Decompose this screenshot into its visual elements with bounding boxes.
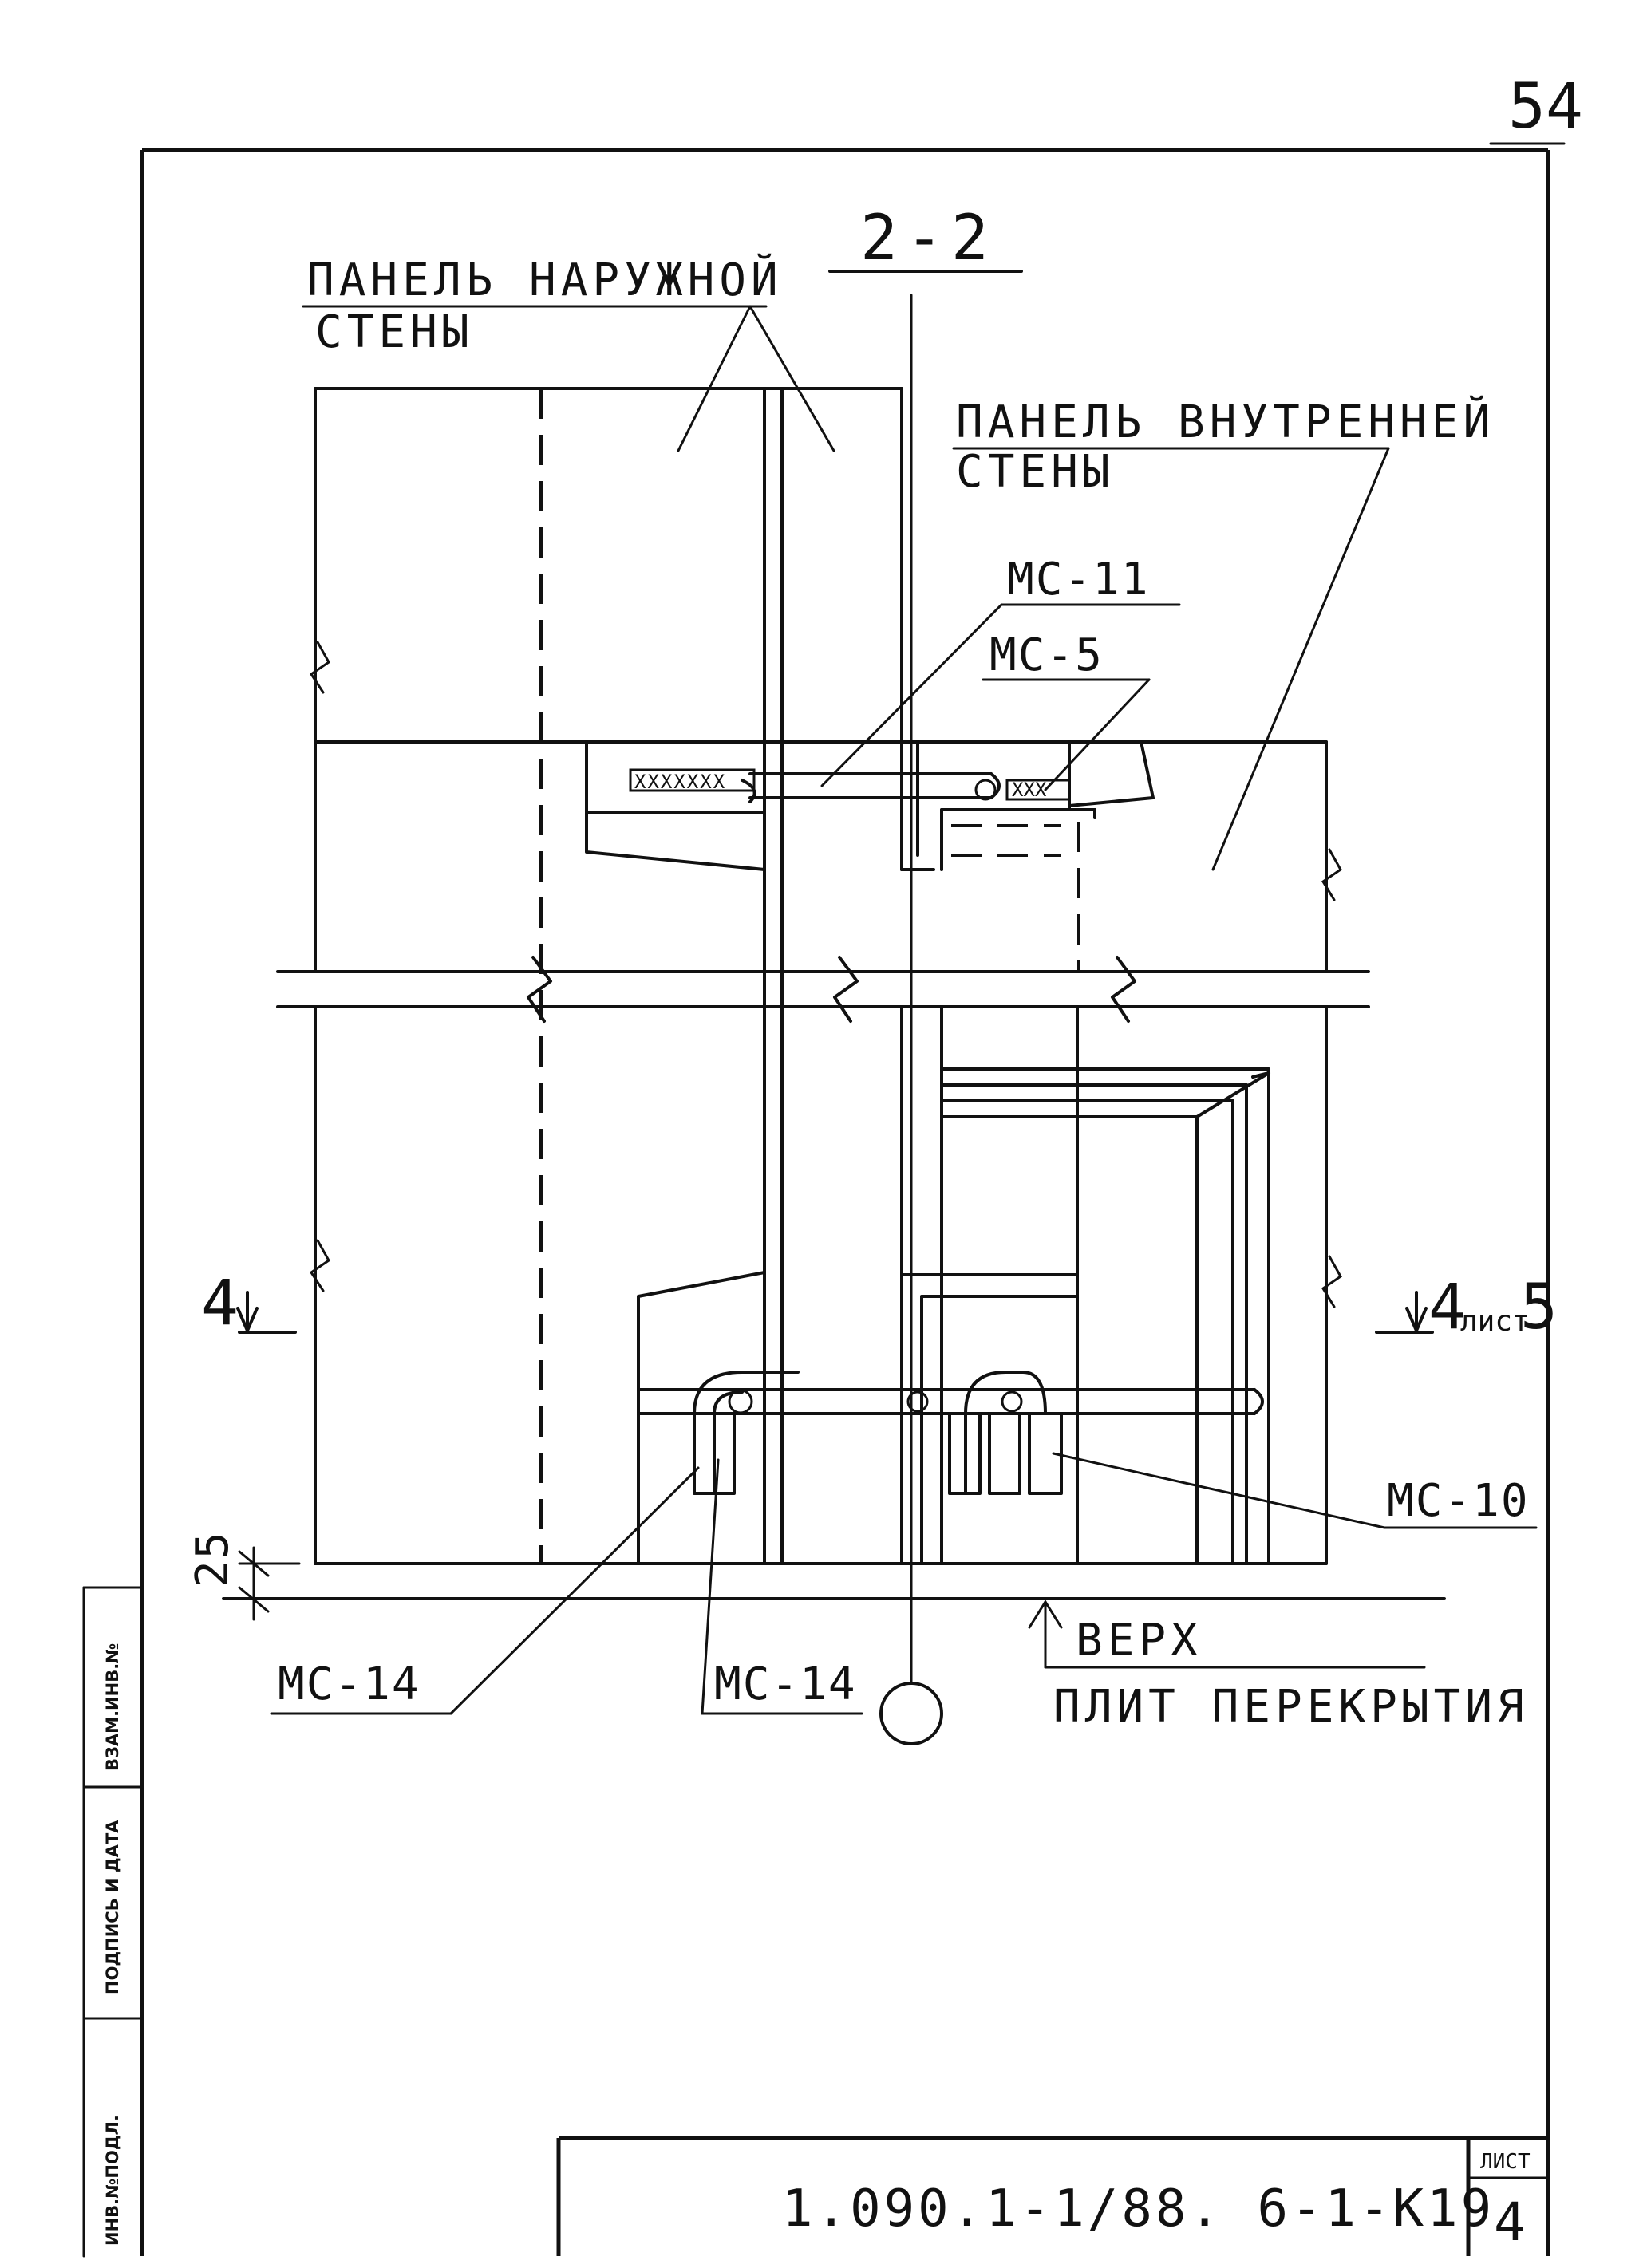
label-mc14-right: МС-14 [714,1659,857,1710]
page-number: 54 [1508,71,1583,143]
inner-wall-label-2: СТЕНЫ [956,446,1115,498]
lower-joint [637,1271,1264,1565]
label-mc14-left: МС-14 [278,1659,421,1710]
label-mc11: МС-11 [1007,554,1150,605]
section-marker-left: 4 [201,1268,297,1339]
outer-wall-label-2: СТЕНЫ [315,306,474,358]
label-mc5: МС-5 [989,629,1104,681]
sheet-frame [140,148,1550,2256]
slab-top-label-1: ВЕРХ [1076,1615,1203,1666]
stamp-vzam-inv: ВЗАМ.ИНВ.№ [103,1643,122,1771]
svg-text:XXXXXXX: XXXXXXX [634,771,726,793]
svg-text:5: 5 [1520,1272,1558,1343]
axis-marker-circle [879,1682,943,1745]
label-mc10: МС-10 [1387,1475,1530,1527]
section-marker-right: 4 лист 5 [1375,1272,1558,1343]
outer-wall-panel [309,387,903,1565]
side-stamp: ВЗАМ.ИНВ.№ ПОДПИСЬ И ДАТА ИНВ.№ПОДЛ. [82,1586,144,2258]
inner-wall-label-1: ПАНЕЛЬ ВНУТРЕННЕЙ [956,396,1495,448]
svg-text:4: 4 [201,1268,239,1339]
section-mark: 2-2 [860,203,997,274]
document-code: 1.090.1-1/88. 6-1-К19 [782,2179,1495,2238]
stamp-inv-podl: ИНВ.№ПОДЛ. [103,2115,122,2246]
floor-slab [276,740,1370,1023]
bottom-slab [222,1546,1446,1621]
stamp-podpis-data: ПОДПИСЬ И ДАТА [103,1820,122,1994]
dimension-25: 25 [187,1531,239,1588]
sheet-number: 4 [1494,2191,1526,2253]
axis-line [879,294,943,1745]
title-block: 1.090.1-1/88. 6-1-К19 ЛИСТ 4 [556,2136,1550,2256]
svg-text:лист: лист [1460,1305,1530,1338]
slab-top-callout: ВЕРХ ПЛИТ ПЕРЕКРЫТИЯ [1028,1599,1529,1733]
slab-top-label-2: ПЛИТ ПЕРЕКРЫТИЯ [1053,1681,1529,1733]
outer-wall-label-1: ПАНЕЛЬ НАРУЖНОЙ [307,254,783,306]
svg-text:XXX: XXX [1012,779,1047,801]
svg-text:4: 4 [1428,1272,1466,1343]
sheet-label: ЛИСТ [1480,2150,1531,2174]
inner-wall-panel [940,1005,1342,1565]
upper-joint: XXXXXXX XXX [585,740,1342,973]
